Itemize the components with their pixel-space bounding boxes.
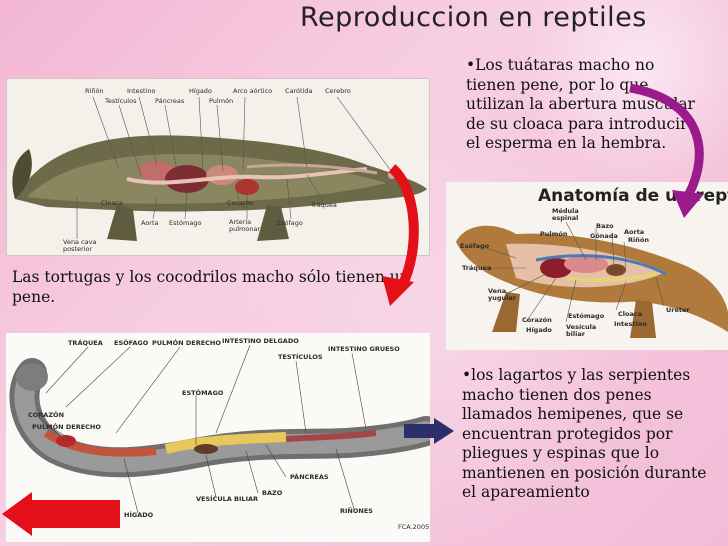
croc-label: Tráquea bbox=[311, 201, 337, 209]
croc-label: Cerebro bbox=[325, 87, 351, 95]
lizard-label: Médula espinal bbox=[552, 208, 590, 222]
croc-label: Vena cava posterior bbox=[63, 239, 99, 253]
croc-label: Corazón bbox=[227, 199, 254, 207]
snake-label: VESÍCULA BILIAR bbox=[196, 495, 258, 503]
lizard-label: Bazo bbox=[596, 222, 614, 230]
tortugas-text: Las tortugas y los cocodrilos macho sólo… bbox=[12, 268, 412, 307]
snake-label: PULMÓN DERECHO bbox=[32, 423, 101, 431]
lizard-label: Gónada bbox=[590, 232, 618, 240]
croc-label: Arteria pulmonar bbox=[229, 219, 265, 233]
croc-label: Estómago bbox=[169, 219, 201, 227]
croc-label: Cloaca bbox=[101, 199, 123, 207]
croc-label: Arco aórtico bbox=[233, 87, 272, 95]
lizard-label: Cloaca bbox=[618, 310, 642, 318]
croc-label: Esófago bbox=[277, 219, 303, 227]
snake-label: ESÓFAGO bbox=[114, 339, 148, 347]
crocodile-anatomy-image: Riñón Intestino Hígado Arco aórtico Caró… bbox=[6, 78, 430, 256]
snake-label: HÍGADO bbox=[124, 511, 153, 519]
tuataras-text: •Los tuátaras macho no tienen pene, por … bbox=[466, 56, 701, 154]
lizard-label: Corazón bbox=[522, 316, 552, 324]
lizard-label: Hígado bbox=[526, 326, 552, 334]
croc-label: Páncreas bbox=[155, 97, 184, 105]
lizard-label: Intestino bbox=[614, 320, 647, 328]
snake-anatomy-image: TRÁQUEA ESÓFAGO PULMÓN DERECHO INTESTINO… bbox=[6, 333, 430, 542]
lizard-diagram-title: Anatomía de un reptil bbox=[538, 186, 728, 206]
snake-label: INTESTINO DELGADO bbox=[222, 337, 299, 345]
lizard-label: Esófago bbox=[460, 242, 489, 250]
croc-label: Aorta bbox=[141, 219, 159, 227]
croc-label: Hígado bbox=[189, 87, 212, 95]
snake-label: CORAZÓN bbox=[28, 411, 64, 419]
lizard-label: Pulmón bbox=[540, 230, 568, 238]
snake-label: INTESTINO GRUESO bbox=[328, 345, 400, 353]
croc-label: Intestino bbox=[127, 87, 155, 95]
snake-label: ESTÓMAGO bbox=[182, 389, 223, 397]
lizard-label: Aorta bbox=[624, 228, 644, 236]
croc-label: Testículos bbox=[105, 97, 136, 105]
snake-label: TESTÍCULOS bbox=[278, 353, 323, 361]
croc-label: Carótida bbox=[285, 87, 313, 95]
lizard-anatomy-image: Anatomía de un reptil Médula espinal Baz… bbox=[446, 182, 728, 350]
crocodile-illustration bbox=[7, 79, 430, 256]
snake-label: PULMÓN DERECHO bbox=[152, 339, 221, 347]
lagartos-text: •los lagartos y las serpientes macho tie… bbox=[462, 366, 717, 503]
lizard-label: Uréter bbox=[666, 306, 690, 314]
snake-label: FCA.2005 bbox=[398, 523, 429, 531]
lizard-label: Tráquea bbox=[462, 264, 491, 272]
croc-label: Riñón bbox=[85, 87, 104, 95]
lizard-label: Vena yugular bbox=[488, 288, 518, 302]
lizard-label: Vesícula biliar bbox=[566, 324, 598, 338]
lizard-label: Estómago bbox=[568, 312, 604, 320]
slide-title: Reproduccion en reptiles bbox=[300, 2, 728, 33]
snake-label: BAZO bbox=[262, 489, 282, 497]
snake-label: TRÁQUEA bbox=[68, 339, 103, 347]
croc-label: Pulmón bbox=[209, 97, 233, 105]
snake-label: PÁNCREAS bbox=[290, 473, 329, 481]
lizard-label: Riñón bbox=[628, 236, 649, 244]
snake-label: RIÑONES bbox=[340, 507, 373, 515]
